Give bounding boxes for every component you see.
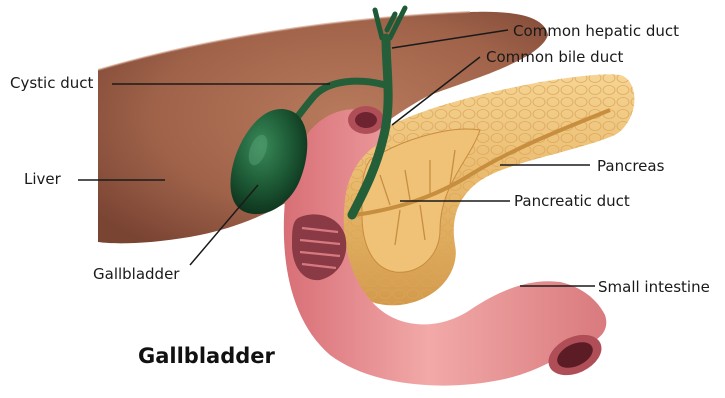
diagram-title: Gallbladder — [138, 344, 275, 368]
label-common-bile-duct: Common bile duct — [486, 48, 623, 66]
label-pancreas: Pancreas — [597, 157, 664, 175]
label-pancreatic-duct: Pancreatic duct — [514, 192, 630, 210]
label-common-hepatic-duct: Common hepatic duct — [513, 22, 679, 40]
label-small-intestine: Small intestine — [598, 278, 710, 296]
label-liver: Liver — [24, 170, 61, 188]
label-gallbladder: Gallbladder — [93, 265, 179, 283]
label-cystic-duct: Cystic duct — [10, 74, 93, 92]
